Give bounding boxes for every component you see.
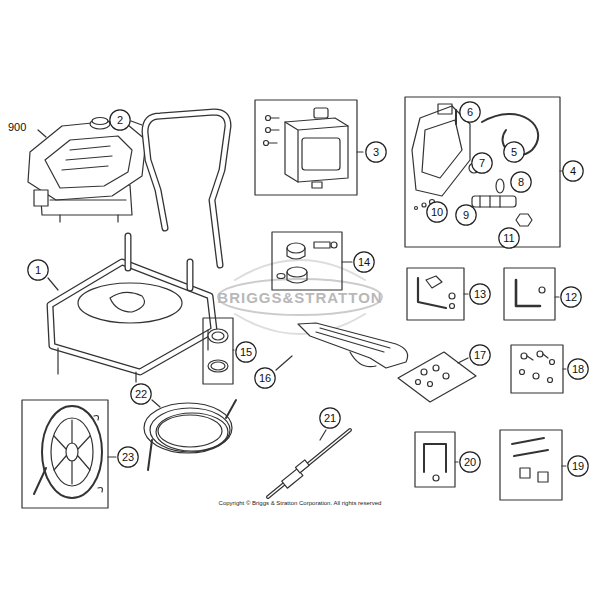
callout-circle: 5: [503, 141, 525, 163]
callout-number: 14: [358, 257, 370, 268]
callout-circle: 19: [567, 455, 589, 477]
callout-number: 23: [122, 452, 134, 463]
callout-circle: 7: [471, 152, 493, 174]
part-number: 900: [8, 122, 26, 133]
callout-number: 1: [35, 265, 41, 276]
callout-circle: 2: [109, 109, 131, 131]
callout-number: 22: [135, 389, 147, 400]
callout-number: 12: [565, 292, 577, 303]
callout-circle: 3: [365, 141, 387, 163]
callout-circle: 21: [319, 407, 341, 429]
callout-circle: 23: [117, 446, 139, 468]
callout-circle: 12: [560, 286, 582, 308]
callout-number: 6: [467, 107, 473, 118]
callout-circle: 10: [426, 201, 448, 223]
callout-circle: 9: [455, 204, 477, 226]
callout-circle: 13: [469, 283, 491, 305]
watermark: BRIGGS&STRATTON: [217, 290, 382, 305]
callout-number: 10: [431, 207, 443, 218]
callout-circle: 14: [353, 251, 375, 273]
callout-number: 19: [572, 461, 584, 472]
callout-circle: 4: [562, 160, 584, 182]
callout-number: 11: [503, 233, 514, 244]
callout-circle: 11: [498, 227, 520, 249]
callout-circle: 15: [235, 341, 257, 363]
callout-circle: 8: [510, 171, 532, 193]
callout-number: 8: [518, 177, 524, 188]
callout-number: 3: [373, 147, 379, 158]
callout-number: 18: [572, 364, 584, 375]
callout-number: 9: [463, 210, 469, 221]
callout-number: 13: [474, 289, 486, 300]
callout-circle: 18: [567, 358, 589, 380]
callout-circle: 17: [469, 344, 491, 366]
callout-number: 20: [464, 457, 476, 468]
callout-circle: 16: [254, 367, 276, 389]
callout-number: 4: [570, 166, 576, 177]
callout-number: 16: [259, 373, 271, 384]
callout-number: 2: [117, 115, 123, 126]
callout-circle: 1: [27, 259, 49, 281]
callout-number: 21: [324, 413, 336, 424]
callout-circle: 22: [130, 383, 152, 405]
callout-circle: 6: [459, 101, 481, 123]
copyright-note: Copyright © Briggs & Stratton Corporatio…: [219, 500, 382, 506]
callout-number: 7: [479, 158, 485, 169]
callout-number: 17: [474, 350, 486, 361]
callout-number: 5: [511, 147, 517, 158]
callout-number: 15: [240, 347, 252, 358]
callout-circle: 20: [459, 451, 481, 473]
